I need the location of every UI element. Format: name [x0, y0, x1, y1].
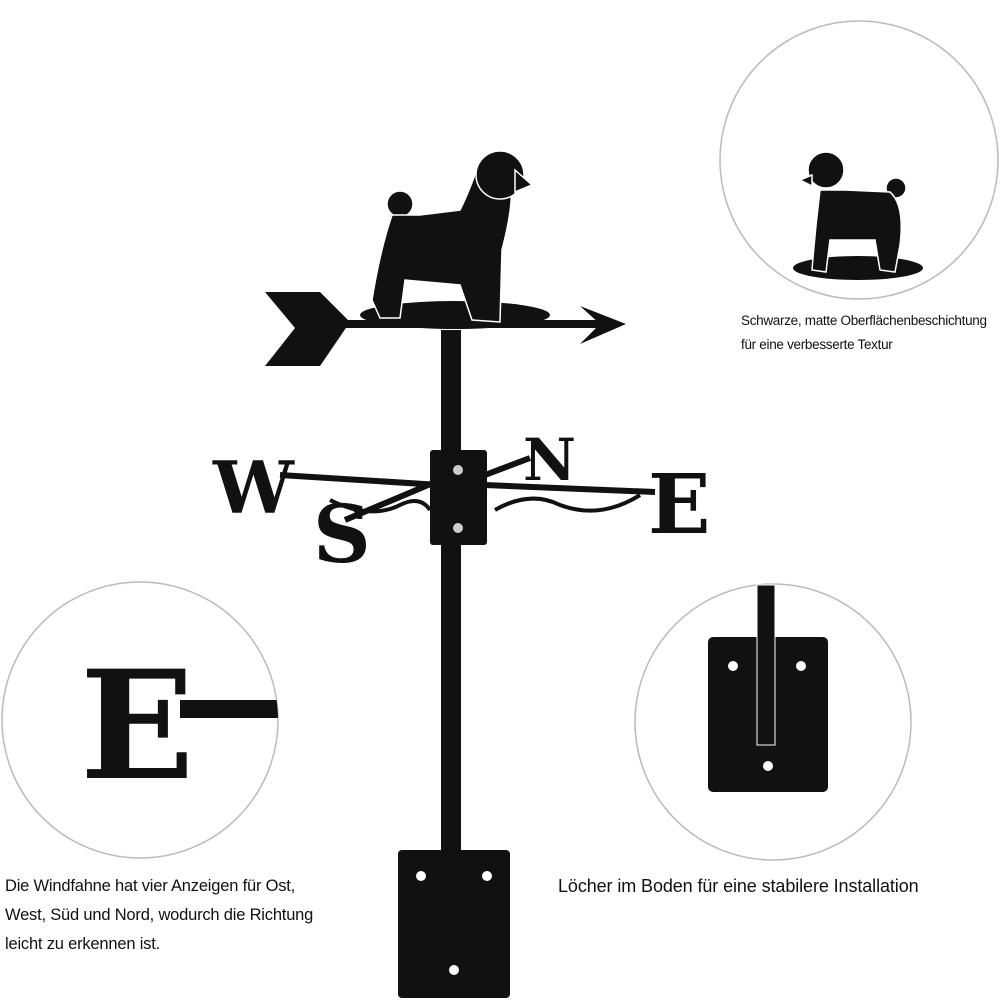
mounting-caption: Löcher im Boden für eine stabilere Insta… — [558, 876, 919, 896]
base-plate — [398, 850, 510, 998]
caption-line: leicht zu erkennen ist. — [5, 935, 160, 953]
compass-arms — [279, 455, 656, 523]
detail-circle-mounting — [634, 583, 912, 861]
compass-letter-north: N — [523, 426, 576, 494]
detail-circle-coating — [719, 20, 999, 300]
compass-letter-west: W — [212, 445, 295, 530]
detail-circle-directions: E — [1, 581, 279, 859]
center-bracket — [430, 450, 487, 545]
compass-letter-east: E — [648, 457, 711, 553]
caption-line: Die Windfahne hat vier Anzeigen für Ost, — [5, 877, 296, 895]
detail-letter-east: E — [80, 638, 194, 814]
caption-line: West, Süd und Nord, wodurch die Richtung — [5, 906, 314, 924]
coating-caption: Schwarze, matte Oberflächenbeschichtung … — [741, 309, 987, 357]
poodle-silhouette — [371, 150, 534, 323]
caption-line: Schwarze, matte Oberflächenbeschichtung — [741, 313, 987, 328]
arrow-vane — [265, 292, 626, 366]
compass-letter-south: S — [313, 487, 371, 581]
directions-caption: Die Windfahne hat vier Anzeigen für Ost,… — [5, 872, 313, 959]
caption-line: für eine verbesserte Textur — [741, 337, 893, 352]
pole — [441, 330, 461, 855]
